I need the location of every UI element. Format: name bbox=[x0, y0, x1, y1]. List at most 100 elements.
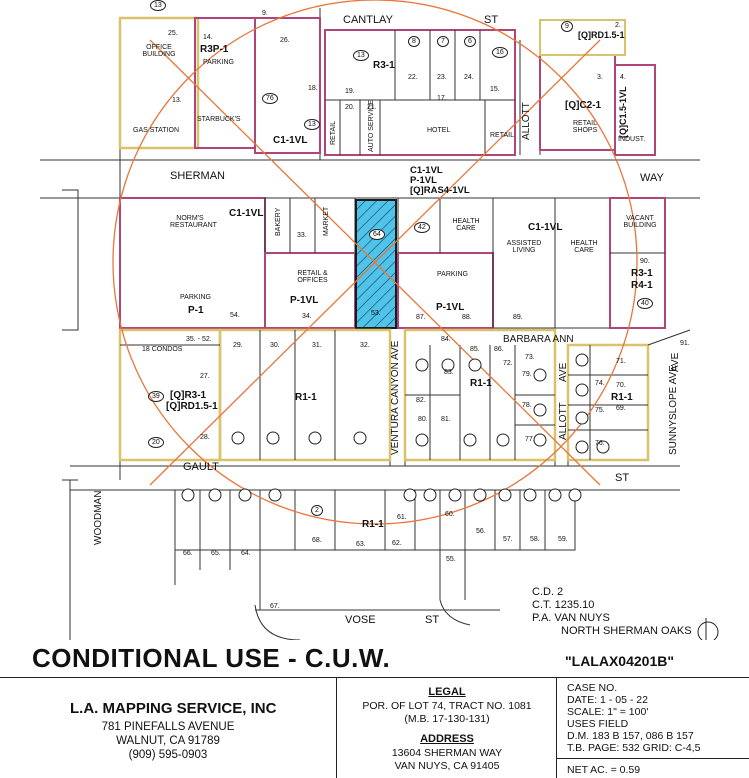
lot-number: 91. bbox=[680, 340, 690, 347]
lot-number: 71. bbox=[616, 358, 626, 365]
lot-number: 29. bbox=[233, 342, 243, 349]
lot-number: 59. bbox=[558, 536, 568, 543]
case-uses: USES FIELD bbox=[567, 718, 629, 730]
company-cell: L.A. MAPPING SERVICE, INC 781 PINEFALLS … bbox=[0, 678, 337, 778]
radius-overlay bbox=[112, 0, 638, 525]
street-label-st: ST bbox=[484, 14, 499, 26]
zone-label: R1-1 bbox=[470, 378, 492, 389]
use-label: ASSISTED LIVING bbox=[506, 240, 542, 254]
lot-number: 54. bbox=[230, 312, 240, 319]
legal-line1: POR. OF LOT 74, TRACT NO. 1081 bbox=[362, 700, 532, 712]
map-info-block: C.D. 2 C.T. 1235.10 P.A. VAN NUYS NORTH … bbox=[532, 586, 692, 638]
zone-label: P-1VL bbox=[290, 295, 319, 306]
zone-label: P-1VL bbox=[436, 302, 465, 313]
use-label: VACANT BUILDING bbox=[623, 215, 657, 229]
street-label-vose: VOSE bbox=[345, 614, 376, 626]
lot-number: 58. bbox=[530, 536, 540, 543]
lot-number: 22. bbox=[408, 74, 418, 81]
company-phone: (909) 595-0903 bbox=[128, 749, 208, 761]
legal-heading: LEGAL bbox=[428, 686, 466, 698]
lot-number: 78. bbox=[522, 402, 532, 409]
case-divider bbox=[557, 758, 749, 759]
circled-number: 2 bbox=[311, 505, 323, 516]
zone-label: R1-1 bbox=[362, 519, 384, 530]
address-heading: ADDRESS bbox=[420, 733, 474, 745]
lot-number: 80. bbox=[418, 416, 428, 423]
address-line1: 13604 SHERMAN WAY bbox=[391, 747, 503, 759]
zone-label: R1-1 bbox=[295, 392, 317, 403]
lot-number: 73. bbox=[525, 354, 535, 361]
street-label-sunnyslope-ave: AVE bbox=[670, 352, 681, 372]
lot-number: 15. bbox=[490, 86, 500, 93]
street-label-ventura-canyon: VENTURA CANYON AVE bbox=[390, 340, 401, 455]
lot-number: 32. bbox=[360, 342, 370, 349]
planning-area-2: NORTH SHERMAN OAKS bbox=[561, 625, 692, 637]
lot-number: 62. bbox=[392, 540, 402, 547]
street-label-allott: ALLOTT bbox=[558, 402, 569, 440]
street-label-gault: GAULT bbox=[183, 461, 219, 473]
lot-number: 76. bbox=[595, 440, 605, 447]
zone-label: C1-1VL bbox=[528, 222, 563, 233]
lot-number: 90. bbox=[640, 258, 650, 265]
lot-number: 84. bbox=[441, 336, 451, 343]
lot-number: 26. bbox=[280, 37, 290, 44]
lot-number: 21. bbox=[367, 104, 377, 111]
zone-label: C1-1VL bbox=[229, 208, 264, 219]
street-label-st-gault: ST bbox=[615, 472, 630, 484]
company-address2: WALNUT, CA 91789 bbox=[116, 735, 220, 747]
house-markers bbox=[181, 353, 610, 502]
lot-number: 2. bbox=[615, 22, 621, 29]
lot-number: 60. bbox=[445, 511, 455, 518]
zone-label: C1-1VL bbox=[273, 135, 308, 146]
zone-label: R3-1 bbox=[631, 268, 653, 279]
title-block: L.A. MAPPING SERVICE, INC 781 PINEFALLS … bbox=[0, 677, 749, 778]
circled-number: 40 bbox=[637, 298, 653, 309]
use-label: NORM'S RESTAURANT bbox=[170, 215, 217, 229]
lot-number: 87. bbox=[416, 314, 426, 321]
use-label: RETAIL bbox=[330, 121, 337, 145]
lot-number: 17. bbox=[437, 95, 447, 102]
street-label-cantlay: CANTLAY bbox=[343, 14, 393, 26]
parcels-top bbox=[118, 16, 656, 156]
zone-label: R3-1 bbox=[373, 60, 395, 71]
lot-number: 65. bbox=[211, 550, 221, 557]
case-cell: CASE NO. DATE: 1 - 05 - 22 SCALE: 1" = 1… bbox=[557, 678, 749, 778]
circled-number: 8 bbox=[408, 36, 420, 47]
lot-number: 35. - 52. bbox=[186, 336, 212, 343]
zone-label: R1-1 bbox=[611, 392, 633, 403]
lot-number: 81. bbox=[441, 416, 451, 423]
lot-number: 28. bbox=[200, 434, 210, 441]
lot-number: 79. bbox=[522, 371, 532, 378]
circled-number: 7 bbox=[437, 36, 449, 47]
council-district: C.D. 2 bbox=[532, 586, 564, 598]
case-net-ac: NET AC. = 0.59 bbox=[567, 764, 641, 776]
circled-number: 13 bbox=[150, 0, 166, 11]
use-label: PARKING bbox=[437, 271, 468, 278]
street-label-woodman: WOODMAN bbox=[93, 490, 104, 545]
use-label: PARKING bbox=[180, 294, 211, 301]
zone-label: [Q]RD1.5-1 bbox=[166, 401, 218, 412]
census-tract: C.T. 1235.10 bbox=[532, 599, 595, 611]
lot-number: 89. bbox=[513, 314, 523, 321]
map-title: CONDITIONAL USE - C.U.W. bbox=[32, 643, 391, 673]
circled-number: 20 bbox=[148, 437, 164, 448]
street-label-allott-ave: AVE bbox=[558, 362, 569, 382]
zone-label: [Q]R3-1 bbox=[170, 390, 207, 401]
legal-line2: (M.B. 17-130-131) bbox=[404, 713, 490, 725]
case-tb: T.B. PAGE: 532 GRID: C-4,5 bbox=[567, 742, 701, 754]
case-id: "LALAX04201B" bbox=[565, 653, 674, 669]
lot-number: 63. bbox=[356, 541, 366, 548]
lot-number: 86. bbox=[494, 346, 504, 353]
use-label: RETAIL bbox=[490, 132, 514, 139]
lot-number: 9. bbox=[262, 10, 268, 17]
lot-number: 83. bbox=[444, 369, 454, 376]
use-label: HEALTH CARE bbox=[570, 240, 598, 254]
company-address1: 781 PINEFALLS AVENUE bbox=[101, 721, 235, 733]
planning-area: P.A. VAN NUYS bbox=[532, 612, 610, 624]
lot-number: 85. bbox=[470, 346, 480, 353]
use-label: HOTEL bbox=[427, 127, 451, 134]
circled-number: 13 bbox=[304, 119, 320, 130]
lot-number: 69. bbox=[616, 405, 626, 412]
lot-number: 13. bbox=[172, 97, 182, 104]
lot-number: 25. bbox=[168, 30, 178, 37]
